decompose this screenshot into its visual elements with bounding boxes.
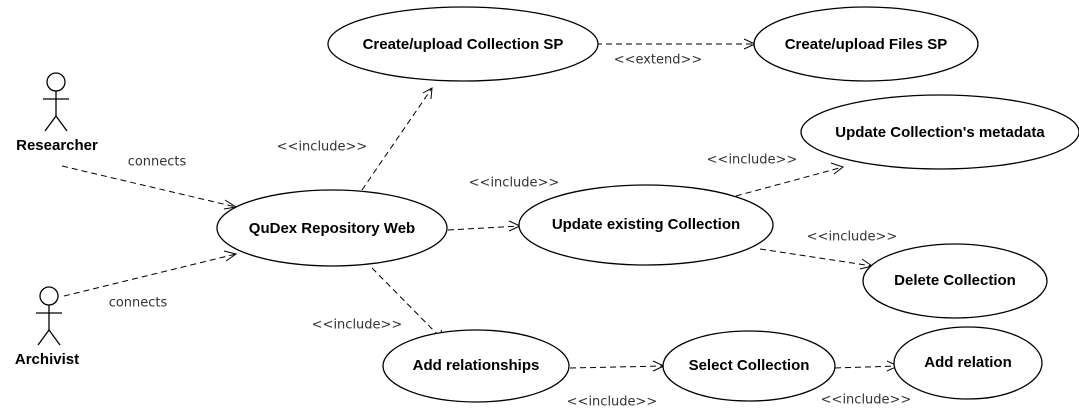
- edge-addrel-select: [569, 365, 665, 369]
- use-case-add-relation-label: Add relation: [924, 354, 1012, 371]
- edge-update-delete: [759, 248, 873, 267]
- label-include-delete: <<include>>: [807, 230, 898, 245]
- label-extend-files: <<extend>>: [614, 53, 703, 68]
- edge-labels: connects connects <<include>> <<extend>>…: [109, 53, 912, 409]
- use-case-select-collection: Select Collection: [662, 330, 836, 402]
- label-include-relation: <<include>>: [821, 393, 912, 408]
- use-case-create-collection: Create/upload Collection SP: [327, 6, 599, 82]
- label-include-select: <<include>>: [567, 395, 658, 409]
- label-include-metadata: <<include>>: [707, 153, 798, 168]
- edge-researcher-qudex: [61, 165, 237, 208]
- label-archivist-connects: connects: [109, 296, 168, 311]
- use-case-select-collection-label: Select Collection: [689, 357, 810, 374]
- label-researcher-connects: connects: [128, 155, 187, 170]
- use-case-add-relationships: Add relationships: [382, 329, 570, 403]
- use-case-add-relationships-label: Add relationships: [413, 357, 540, 374]
- arrowhead-qudex-create-collection: [422, 87, 433, 100]
- use-case-qudex: QuDex Repository Web: [216, 189, 448, 267]
- use-case-create-files-label: Create/upload Files SP: [785, 36, 948, 53]
- edge-archivist-qudex: [63, 253, 237, 297]
- use-case-update-existing: Update existing Collection: [518, 184, 774, 266]
- actor-archivist: Archivist: [15, 286, 79, 368]
- label-include-update: <<include>>: [469, 176, 560, 191]
- use-cases: Create/upload Collection SP Create/uploa…: [216, 6, 1079, 403]
- actor-archivist-label: Archivist: [15, 351, 79, 368]
- stick-figure-icon: [36, 286, 62, 346]
- edge-qudex-update: [447, 225, 521, 231]
- actor-researcher: Researcher: [16, 72, 98, 154]
- arrowhead-archivist-qudex: [223, 250, 238, 262]
- use-case-delete-collection-label: Delete Collection: [894, 272, 1016, 289]
- stick-figure-icon: [43, 72, 69, 132]
- use-case-delete-collection: Delete Collection: [862, 243, 1048, 319]
- edge-select-addrelation: [834, 365, 899, 369]
- edge-update-metadata: [735, 166, 844, 197]
- use-case-update-metadata: Update Collection's metadata: [800, 94, 1079, 170]
- use-case-create-collection-label: Create/upload Collection SP: [363, 36, 564, 53]
- use-case-create-files: Create/upload Files SP: [753, 6, 979, 82]
- use-case-qudex-label: QuDex Repository Web: [249, 220, 415, 237]
- use-case-add-relation: Add relation: [893, 326, 1043, 400]
- arrowhead-update-metadata: [830, 162, 845, 175]
- edge-qudex-create-collection: [361, 87, 433, 191]
- use-case-update-metadata-label: Update Collection's metadata: [835, 124, 1045, 141]
- actor-researcher-label: Researcher: [16, 137, 98, 154]
- edge-qudex-add-relationships: [371, 267, 445, 342]
- use-case-update-existing-label: Update existing Collection: [552, 216, 740, 233]
- label-include-add-rel: <<include>>: [312, 318, 403, 333]
- edges: [61, 38, 900, 372]
- label-include-create: <<include>>: [277, 140, 368, 155]
